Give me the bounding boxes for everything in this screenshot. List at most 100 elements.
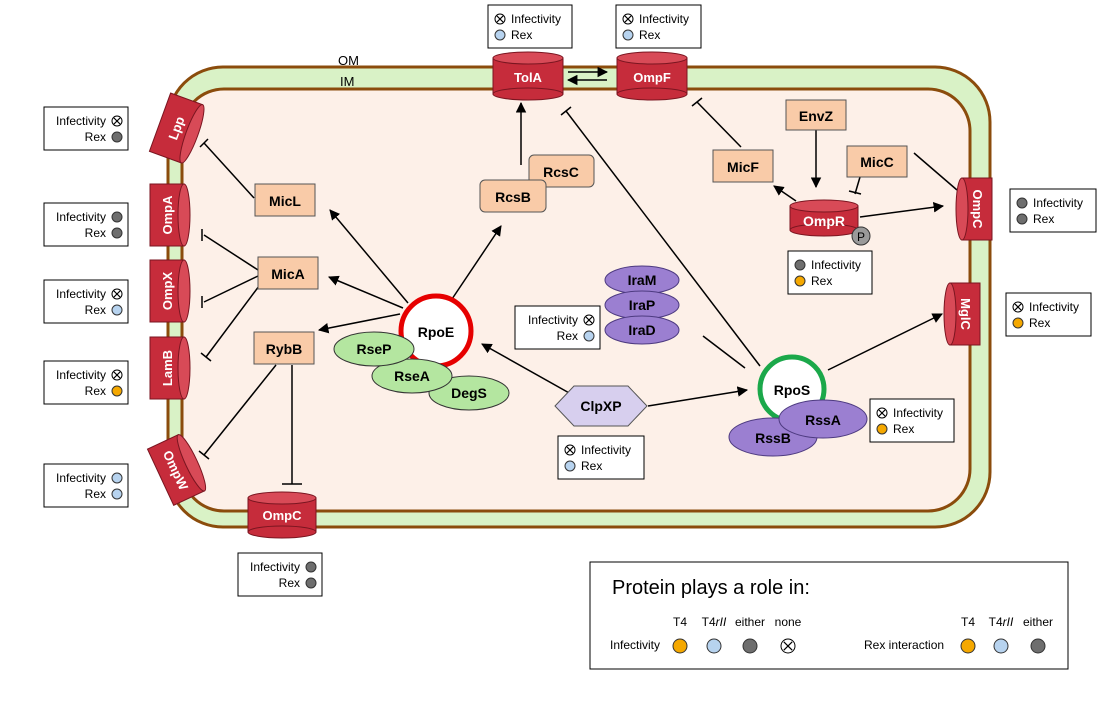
rcsc-box: RcsC — [528, 154, 595, 188]
lamb-protein: LamB — [149, 336, 191, 400]
role-label: Rex — [811, 274, 832, 288]
role-dot-none — [111, 288, 123, 300]
svg-text:MicC: MicC — [860, 154, 893, 170]
svg-text:TolA: TolA — [514, 70, 543, 85]
svg-text:MglC: MglC — [958, 298, 973, 330]
mglc-protein: MglC — [943, 282, 981, 346]
svg-text:RybB: RybB — [266, 341, 303, 357]
svg-text:MicA: MicA — [271, 266, 304, 282]
role-label: Infectivity — [811, 258, 861, 272]
role-label: Infectivity — [639, 12, 689, 26]
edge-mica-inhibits-ompx — [203, 275, 259, 303]
edge-rpoe-to-rcsb — [449, 225, 502, 303]
svg-text:RpoS: RpoS — [774, 382, 811, 398]
svg-text:OmpC: OmpC — [970, 190, 985, 230]
svg-text:IraM: IraM — [628, 272, 657, 288]
svg-text:OmpA: OmpA — [160, 195, 175, 235]
role-dot-t4 — [111, 385, 123, 397]
svg-text:OmpF: OmpF — [633, 70, 671, 85]
role-label: Infectivity — [56, 471, 106, 485]
legend-key-label: T4rII — [702, 615, 727, 629]
legend-infectivity-label: Infectivity — [610, 638, 660, 652]
svg-text:OmpC: OmpC — [263, 508, 303, 523]
role-label: Infectivity — [511, 12, 561, 26]
edge-rpoe-to-micl — [329, 209, 409, 304]
degs-protein — [428, 375, 510, 411]
role-dot-t4rii — [706, 638, 722, 654]
role-dot-none — [876, 407, 888, 419]
ompa-protein: OmpA — [149, 183, 191, 247]
role-dot-either — [742, 638, 758, 654]
role-label: Rex — [1029, 316, 1050, 330]
role-dot-t4rii — [111, 472, 123, 484]
role-dot-t4rii — [993, 638, 1009, 654]
role-label: Infectivity — [56, 368, 106, 382]
role-dot-t4rii — [622, 29, 634, 41]
svg-text:RssB: RssB — [755, 430, 791, 446]
svg-text:RseA: RseA — [394, 368, 430, 384]
edge-micc-inhibits-ompc — [913, 152, 958, 191]
role-dot-either — [111, 211, 123, 223]
inhibit-bar-ompr — [848, 190, 862, 195]
role-label: Rex — [85, 487, 106, 501]
inhibit-bar-tola — [560, 106, 572, 116]
role-label: Infectivity — [893, 406, 943, 420]
rsep-protein — [333, 331, 415, 367]
clpxp-protease: ClpXP — [554, 385, 648, 427]
ompc-bottom-protein: OmpC — [247, 491, 317, 539]
micf-box: MicF — [712, 149, 774, 183]
edge-rpoe-to-mica — [328, 275, 404, 309]
micc-box: MicC — [846, 145, 908, 178]
rybb-box: RybB — [253, 331, 315, 365]
role-dot-none — [583, 314, 595, 326]
tola-protein: TolA — [492, 51, 564, 101]
svg-text:RssA: RssA — [805, 412, 841, 428]
role-label: Rex — [85, 303, 106, 317]
svg-text:RcsC: RcsC — [543, 164, 579, 180]
role-label: Infectivity — [56, 114, 106, 128]
legend-title: Protein plays a role in: — [612, 577, 810, 599]
role-label: Rex — [581, 459, 602, 473]
role-dot-none — [494, 13, 506, 25]
svg-text:RpoE: RpoE — [418, 324, 455, 340]
rssa-protein — [778, 399, 868, 439]
membrane-proteins: TolA OmpF OmpC OmpA OmpX — [146, 51, 993, 539]
rcsb-box: RcsB — [479, 179, 547, 213]
legend-rex-label: Rex interaction — [864, 638, 944, 652]
edge-mica-inhibits-ompa — [203, 234, 259, 271]
svg-text:MicF: MicF — [727, 159, 759, 175]
role-dot-none — [1012, 301, 1024, 313]
rpos-complex: RpoS RssB RssA — [728, 354, 868, 457]
svg-text:MicL: MicL — [269, 193, 301, 209]
irad-protein — [604, 315, 680, 345]
edge-rpos-to-mglc — [827, 313, 943, 371]
role-dot-t4rii — [111, 488, 123, 500]
role-dot-t4rii — [564, 460, 576, 472]
svg-text:LamB: LamB — [160, 350, 175, 386]
im-label: IM — [340, 74, 354, 89]
svg-text:EnvZ: EnvZ — [799, 108, 834, 124]
role-boxes: InfectivityRexInfectivityRexInfectivityR… — [43, 4, 1097, 597]
edge-ira-to-rpos — [702, 335, 746, 369]
inhibit-bar-ompf — [691, 97, 703, 107]
role-dot-either — [1016, 213, 1028, 225]
role-label: Rex — [639, 28, 660, 42]
ompc-right-protein: OmpC — [955, 177, 993, 241]
edge-ompr-to-ompc — [859, 202, 945, 218]
envz-box: EnvZ — [785, 99, 847, 131]
legend: Protein plays a role in: Infectivity Rex… — [589, 561, 1069, 670]
role-dot-either — [794, 259, 806, 271]
legend-key-label: either — [735, 615, 765, 629]
role-dot-t4 — [794, 275, 806, 287]
role-dot-t4rii — [494, 29, 506, 41]
svg-text:OmpX: OmpX — [160, 272, 175, 311]
rpoe-complex: RpoE DegS RseA RseP — [333, 293, 510, 411]
ompw-protein: OmpW — [146, 434, 207, 506]
